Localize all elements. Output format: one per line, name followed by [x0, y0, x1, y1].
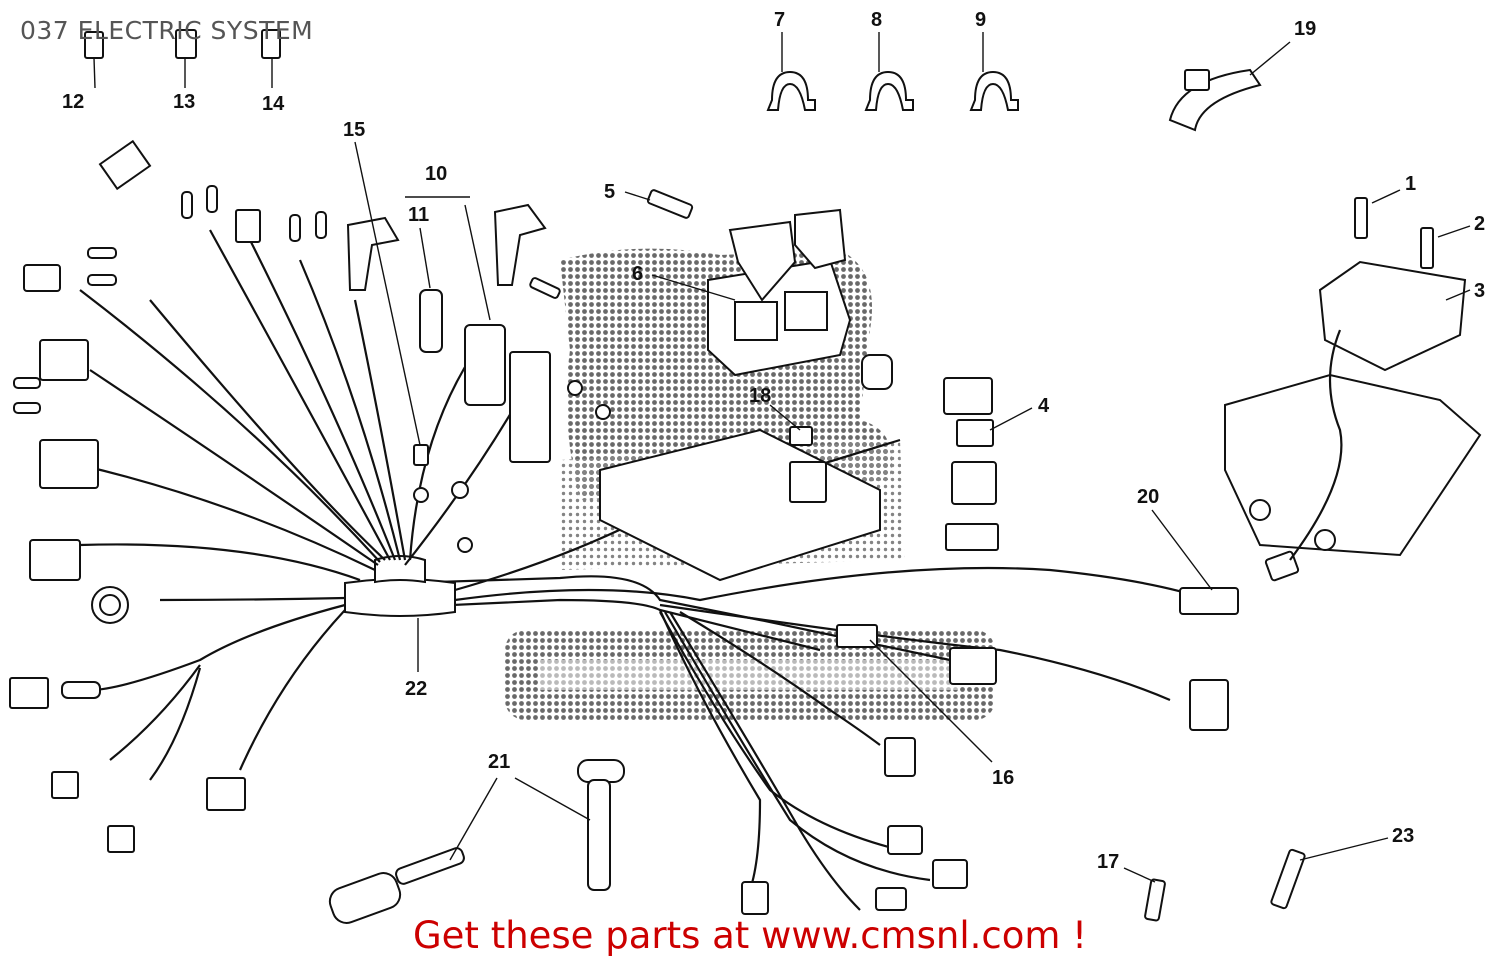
promo-link[interactable]: Get these parts at www.cmsnl.com ! [412, 914, 1087, 957]
callout-1: 1 [1405, 173, 1416, 195]
leader-lines [93, 32, 1471, 883]
ignition-parts [328, 759, 1306, 924]
callout-4: 4 [1038, 395, 1050, 417]
callout-18: 18 [749, 385, 771, 407]
callout-5: 5 [604, 181, 615, 203]
callout-17: 17 [1097, 851, 1119, 873]
callout-16: 16 [992, 767, 1014, 789]
callout-12: 12 [62, 91, 84, 113]
callout-labels: 1 2 3 4 5 6 7 8 9 10 11 12 13 14 15 16 1… [62, 9, 1485, 873]
regulator-assembly [1224, 197, 1482, 582]
callout-21: 21 [488, 751, 510, 773]
callout-8: 8 [871, 9, 882, 31]
left-connectors [9, 139, 327, 853]
callout-2: 2 [1474, 213, 1485, 235]
callout-19: 19 [1294, 18, 1316, 40]
callout-13: 13 [173, 91, 195, 113]
callout-14: 14 [262, 93, 285, 115]
callout-6: 6 [632, 263, 643, 285]
page-title: 037 ELECTRIC SYSTEM [20, 16, 314, 45]
callout-23: 23 [1392, 825, 1414, 847]
callout-15: 15 [343, 119, 365, 141]
callout-9: 9 [975, 9, 986, 31]
callout-3: 3 [1474, 280, 1485, 302]
callout-10: 10 [425, 163, 447, 185]
central-components [346, 189, 1239, 915]
callout-20: 20 [1137, 486, 1159, 508]
callout-7: 7 [774, 9, 785, 31]
top-small-parts [84, 29, 1262, 132]
callout-11: 11 [408, 204, 429, 226]
callout-22: 22 [405, 678, 427, 700]
